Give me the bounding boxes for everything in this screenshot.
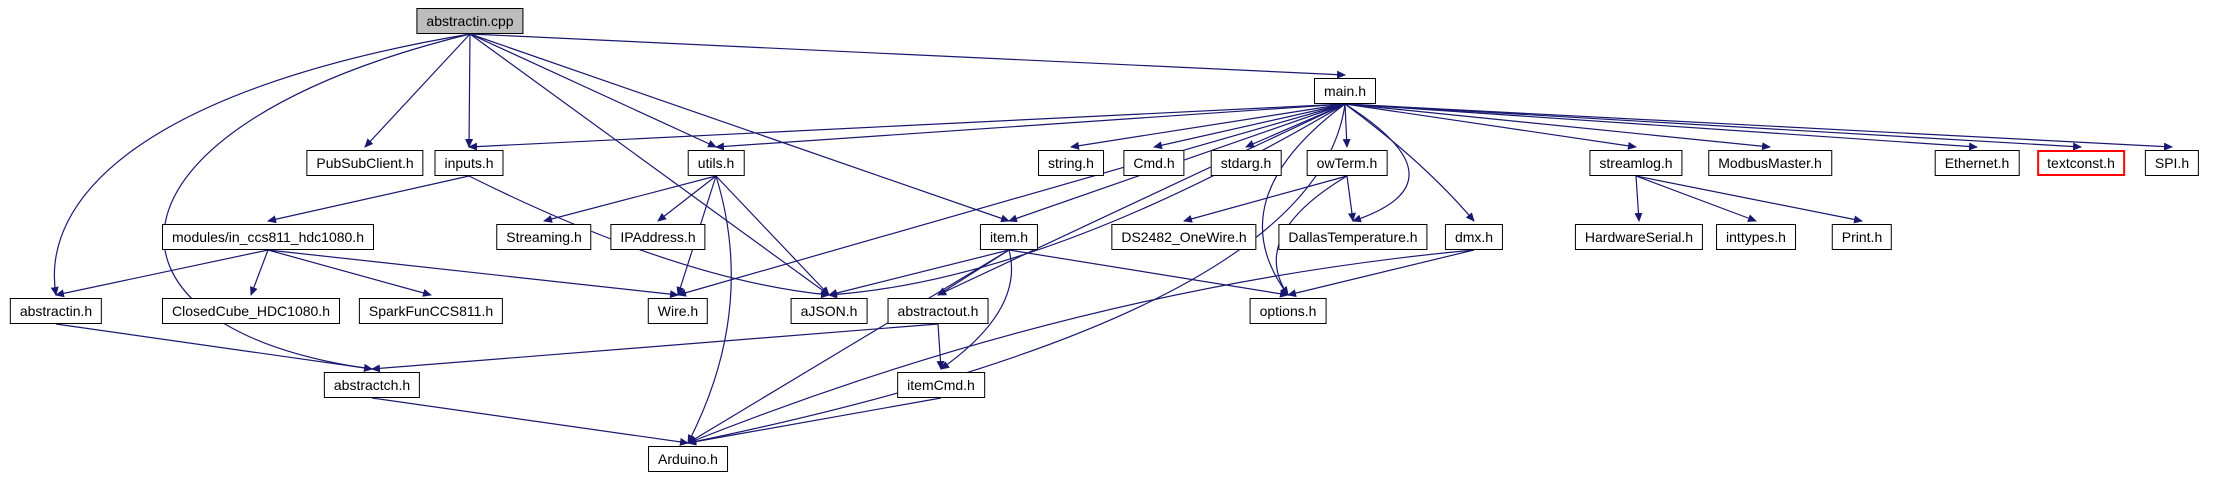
edge-abstractin_cpp-PubSubClient_h <box>364 33 471 148</box>
node-abstractout-h[interactable]: abstractout.h <box>887 298 989 324</box>
edge-streamlog_h-Print_h <box>1635 175 1863 224</box>
edge-main_h-ModbusMaster_h <box>1344 103 1771 151</box>
node-closedcube-hdc1080-h[interactable]: ClosedCube_HDC1080.h <box>162 298 340 324</box>
edge-abstractin_cpp-aJSON_h <box>469 33 830 296</box>
edge-streamlog_h-HardwareSerial_h <box>1634 175 1643 222</box>
edge-itemCmd_h-Arduino_h <box>687 397 942 446</box>
node-streamlog-h[interactable]: streamlog.h <box>1589 150 1683 176</box>
node-sparkfunccs811-h[interactable]: SparkFunCCS811.h <box>358 298 504 324</box>
edge-main_h-utils_h <box>715 103 1346 151</box>
edge-dmx_h-options_h <box>1287 249 1475 298</box>
edge-abstractin_cpp-main_h <box>469 33 1346 79</box>
node-hardwareserial-h[interactable]: HardwareSerial.h <box>1574 224 1704 250</box>
edge-owTerm_h-DallasTemperature_h <box>1346 175 1356 222</box>
edge-main_h-abstractout_h <box>937 103 1346 296</box>
node-inputs-h[interactable]: inputs.h <box>434 150 504 176</box>
node-dmx-h[interactable]: dmx.h <box>1444 224 1504 250</box>
edge-item_h-aJSON_h <box>828 249 1010 297</box>
edge-dmx_h-Arduino_h <box>687 249 1475 444</box>
edge-main_h-dmx_h <box>1344 103 1475 222</box>
edge-abstractin_cpp-utils_h <box>469 33 717 148</box>
edge-main_h-Ethernet_h <box>1344 103 1978 151</box>
edge-inputs_h-aJSON_h <box>468 175 830 299</box>
edge-abstractout_h-abstractch_h <box>371 323 939 373</box>
edge-modules_h-SparkFun_h <box>267 249 432 297</box>
edge-item_h-options_h <box>1008 249 1289 298</box>
edge-abstractout_h-itemCmd_h <box>936 323 945 370</box>
edge-main_h-aJSON_h <box>828 103 1346 299</box>
node-ds2482-onewire-h[interactable]: DS2482_OneWire.h <box>1111 224 1257 250</box>
edge-streamlog_h-inttypes_h <box>1635 175 1757 222</box>
edge-abstractin_cpp-abstractch_h <box>163 33 471 372</box>
node-wire-h[interactable]: Wire.h <box>647 298 709 324</box>
edge-abstractin_cpp-inputs_h <box>465 33 474 148</box>
node-stdarg-h[interactable]: stdarg.h <box>1210 150 1282 176</box>
node-ajson-h[interactable]: aJSON.h <box>790 298 868 324</box>
edge-item_h-itemCmd_h <box>940 249 1013 370</box>
edge-modules_h-abstractin_h <box>55 249 269 298</box>
node-print-h[interactable]: Print.h <box>1831 224 1893 250</box>
edge-main_h-inputs_h <box>468 103 1346 151</box>
node-spi-h[interactable]: SPI.h <box>2144 150 2200 176</box>
node-textconst-h[interactable]: textconst.h <box>2037 150 2125 176</box>
edge-utils_h-Arduino_h <box>687 175 732 444</box>
node-itemcmd-h[interactable]: itemCmd.h <box>897 372 985 398</box>
edge-main_h-string_h <box>1070 103 1346 150</box>
node-streaming-h[interactable]: Streaming.h <box>496 224 592 250</box>
edge-main_h-SPI_h <box>1344 103 2173 151</box>
node-abstractin-cpp[interactable]: abstractin.cpp <box>416 8 524 34</box>
node-item-h[interactable]: item.h <box>979 224 1039 250</box>
node-main-h[interactable]: main.h <box>1313 78 1377 104</box>
edge-main_h-Wire_h <box>677 103 1346 297</box>
edge-main_h-textconst_h <box>1344 103 2082 151</box>
edge-utils_h-aJSON_h <box>715 175 830 296</box>
edge-main_h-streamlog_h <box>1344 103 1637 150</box>
node-abstractch-h[interactable]: abstractch.h <box>323 372 421 398</box>
node-options-h[interactable]: options.h <box>1249 298 1327 324</box>
edge-utils_h-IPAddress_h <box>657 175 717 222</box>
node-modbusmaster-h[interactable]: ModbusMaster.h <box>1708 150 1832 176</box>
edge-owTerm_h-DS2482_h <box>1183 175 1348 223</box>
edge-abstractin_cpp-abstractin_h <box>50 33 471 296</box>
node-abstractin-h[interactable]: abstractin.h <box>9 298 103 324</box>
edge-abstractin_h-abstractch_h <box>55 323 373 372</box>
node-pubsubclient-h[interactable]: PubSubClient.h <box>306 150 424 176</box>
edge-main_h-Cmd_h <box>1153 103 1346 150</box>
edge-main_h-DallasTemperature_h <box>1344 103 1410 223</box>
node-dallastemperature-h[interactable]: DallasTemperature.h <box>1278 224 1428 250</box>
node-inttypes-h[interactable]: inttypes.h <box>1716 224 1796 250</box>
edge-item_h-Arduino_h <box>687 249 1010 444</box>
edge-utils_h-Streaming_h <box>543 175 717 223</box>
node-modules-in-ccs811-hdc1080-h[interactable]: modules/in_ccs811_hdc1080.h <box>162 224 374 250</box>
edge-abstractin_cpp-item_h <box>469 33 1010 223</box>
node-cmd-h[interactable]: Cmd.h <box>1123 150 1185 176</box>
edge-inputs_h-modules_h <box>267 175 470 224</box>
edge-abstractch_h-Arduino_h <box>371 397 689 446</box>
node-arduino-h[interactable]: Arduino.h <box>648 446 728 472</box>
node-ethernet-h[interactable]: Ethernet.h <box>1934 150 2020 176</box>
edge-main_h-options_h <box>1261 103 1346 296</box>
node-owterm-h[interactable]: owTerm.h <box>1306 150 1388 176</box>
edge-main_h-owTerm_h <box>1342 103 1351 148</box>
node-ipaddress-h[interactable]: IPAddress.h <box>610 224 706 250</box>
edge-modules_h-ClosedCube_h <box>250 249 269 296</box>
node-string-h[interactable]: string.h <box>1038 150 1104 176</box>
node-utils-h[interactable]: utils.h <box>687 150 745 176</box>
edge-modules_h-Wire_h <box>267 249 679 299</box>
